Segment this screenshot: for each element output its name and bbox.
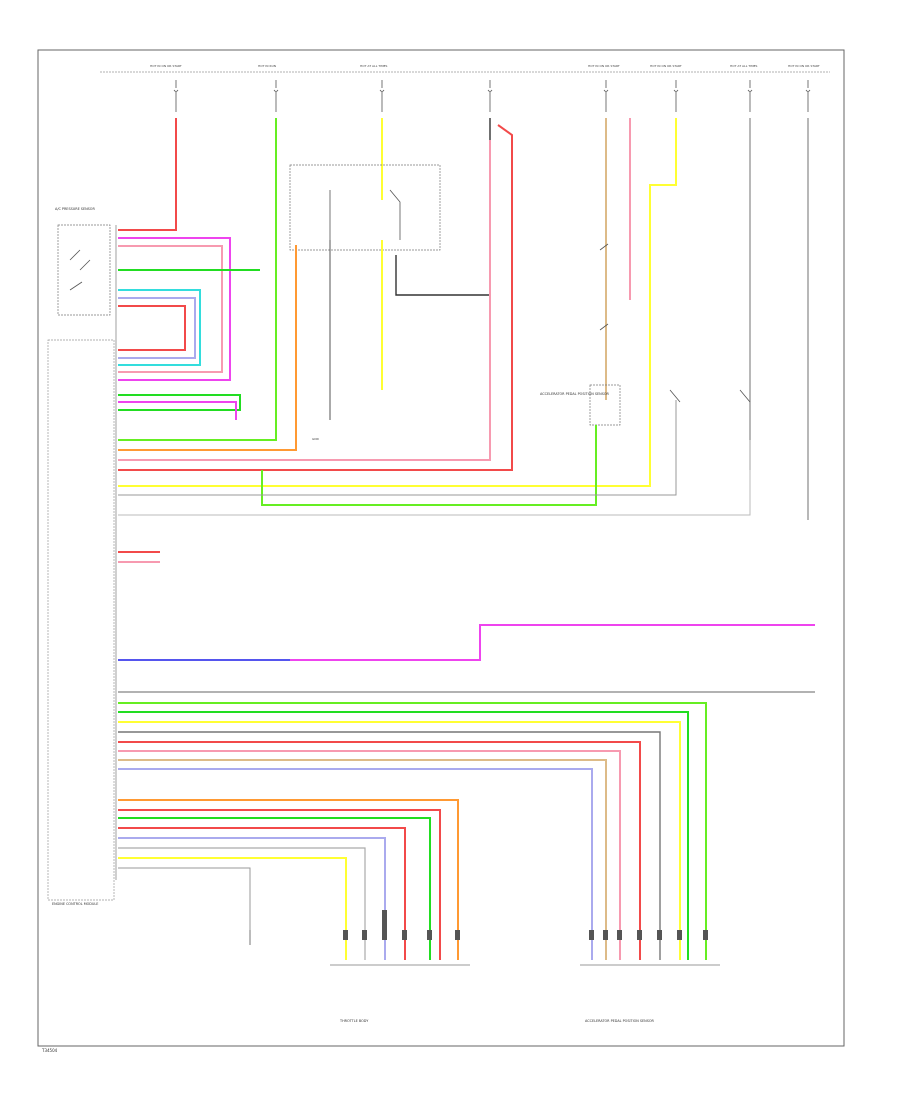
pin xyxy=(362,930,367,940)
bundle-wire-green2 xyxy=(118,711,689,960)
top-connector-label: HOT AT ALL TIMES xyxy=(730,64,758,68)
feed-wire-red xyxy=(118,118,177,231)
ecm-outline xyxy=(47,339,115,901)
wire-cyan xyxy=(118,289,201,366)
bundle-wire-lavender xyxy=(118,768,593,960)
pin xyxy=(657,930,662,940)
pin xyxy=(382,910,387,940)
fuse-symbol xyxy=(273,80,279,112)
top-connector-label: HOT IN RUN xyxy=(258,64,276,68)
sensor-switch xyxy=(599,243,751,403)
fuse-symbol xyxy=(805,80,811,112)
relay-coil xyxy=(329,189,401,240)
feed-wire-red3 xyxy=(118,140,491,461)
mid-long-wires xyxy=(118,624,815,693)
feed-wire-green xyxy=(118,118,277,441)
pin xyxy=(677,930,682,940)
pin xyxy=(703,930,708,940)
right-sensors xyxy=(118,243,751,516)
mid-stub-wires xyxy=(118,551,160,563)
footer-code: T34504 xyxy=(41,1048,58,1053)
pin xyxy=(637,930,642,940)
bundle-wire-yellow xyxy=(118,799,459,960)
bundle-wire-lavender xyxy=(118,837,386,960)
bundle-wire-red2 xyxy=(118,827,406,960)
fuse-group xyxy=(173,80,811,112)
feed-wire-dark xyxy=(395,118,491,296)
feed-wires xyxy=(118,118,809,520)
right-module-label: ACCELERATOR PEDAL POSITION SENSOR xyxy=(540,392,610,396)
bundle-wire-tan xyxy=(118,759,607,960)
pin xyxy=(427,930,432,940)
fuse-symbol xyxy=(603,80,609,112)
bundle-wire-dark xyxy=(118,731,661,960)
left-module-switch xyxy=(69,249,91,291)
bundle-wire-green xyxy=(118,817,431,960)
fuse-symbol xyxy=(673,80,679,112)
center-relay: GND xyxy=(118,164,441,451)
sensor-wire-green xyxy=(261,425,597,506)
left-module-wires xyxy=(118,237,260,420)
fuse-symbol xyxy=(173,80,179,112)
long-wire-magenta xyxy=(290,624,815,661)
sensor-box xyxy=(589,384,621,426)
top-connector-label: HOT IN ON OR START xyxy=(650,64,682,68)
pin xyxy=(402,930,407,940)
feed-wire-yellow2 xyxy=(118,118,677,487)
wire-green2 xyxy=(118,394,241,411)
fuse-symbol xyxy=(379,80,385,112)
sensor-wire-gray xyxy=(118,400,677,496)
bottom-left-connector-label: THROTTLE BODY xyxy=(339,1019,369,1023)
top-connector-label: HOT IN ON OR START xyxy=(588,64,620,68)
bottom-right-bundle xyxy=(118,702,707,960)
relay-wire-orange xyxy=(118,245,297,451)
feed-wire-red2 xyxy=(118,124,513,471)
ecm-label: ENGINE CONTROL MODULE xyxy=(52,902,98,906)
top-connector-label: HOT IN ON OR START xyxy=(788,64,820,68)
bundle-wire-green xyxy=(118,702,707,960)
bottom-connector-pins xyxy=(343,910,708,940)
ecm-column xyxy=(47,225,117,901)
left-module-label: A/C PRESSURE SENSOR xyxy=(55,207,95,211)
fuse-symbol xyxy=(487,80,493,112)
top-connector-label: HOT AT ALL TIMES xyxy=(360,64,388,68)
sensor-wire-gray2 xyxy=(118,440,751,516)
left-module: A/C PRESSURE SENSOR xyxy=(55,207,111,316)
pin xyxy=(603,930,608,940)
fuse-symbol xyxy=(747,80,753,112)
pin xyxy=(589,930,594,940)
pin xyxy=(455,930,460,940)
relay-ground-label: GND xyxy=(312,437,320,441)
bundle-wire-yellow xyxy=(118,721,681,960)
bundle-wire-red xyxy=(118,809,441,960)
relay-box xyxy=(289,164,441,251)
pin xyxy=(343,930,348,940)
diagram-frame xyxy=(37,49,845,1047)
pin xyxy=(617,930,622,940)
bottom-right-connector-label: ACCELERATOR PEDAL POSITION SENSOR xyxy=(585,1019,655,1023)
wire-red xyxy=(118,305,186,351)
bundle-wire-red xyxy=(118,741,641,960)
bundle-wire-pink xyxy=(118,750,621,960)
left-module-box xyxy=(57,224,111,316)
wire-magenta2 xyxy=(118,401,237,420)
bundle-wire-yellow2 xyxy=(118,857,347,960)
top-connector-label: HOT IN ON OR START xyxy=(150,64,182,68)
wire-magenta xyxy=(118,237,231,381)
wire-pink xyxy=(118,245,223,373)
wire-lavender xyxy=(118,297,196,359)
bundle-wire-gray xyxy=(118,847,366,960)
top-connector-labels: HOT IN ON OR START HOT IN RUN HOT AT ALL… xyxy=(150,64,820,68)
bundle-wire-gray2 xyxy=(118,867,251,930)
